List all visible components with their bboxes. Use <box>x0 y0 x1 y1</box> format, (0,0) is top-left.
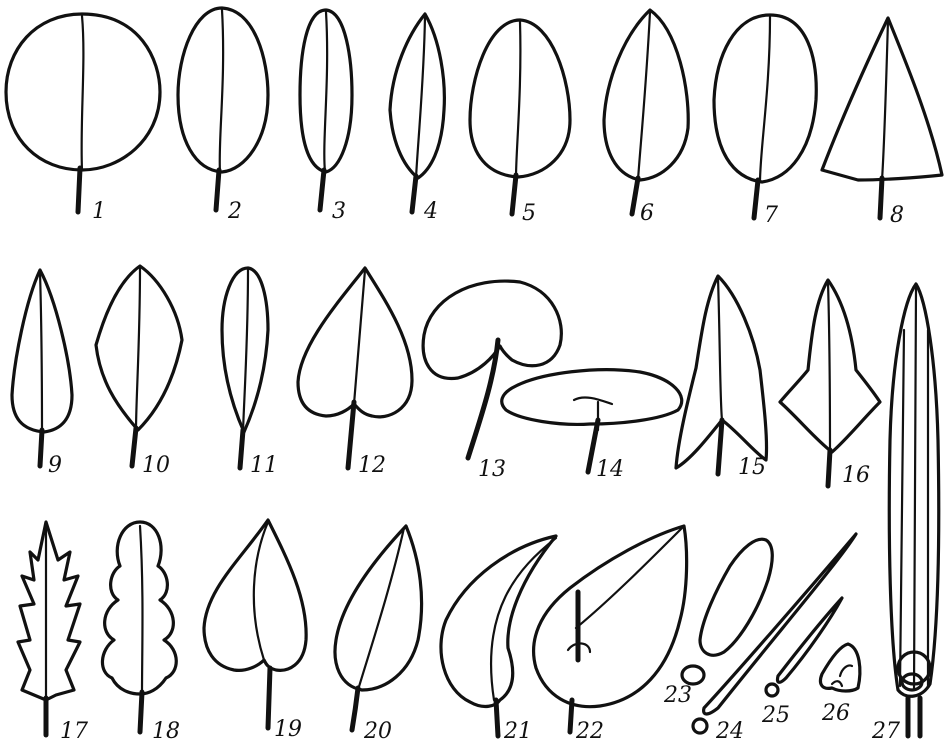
leaf-14 <box>502 370 682 472</box>
leaf-11 <box>222 268 268 468</box>
leaf-7 <box>714 15 816 218</box>
label-15: 15 <box>738 455 766 480</box>
label-19: 19 <box>274 717 302 742</box>
leaf-13 <box>423 281 561 458</box>
label-13: 13 <box>478 457 506 482</box>
leaf-12 <box>298 268 412 468</box>
label-6: 6 <box>640 201 654 226</box>
label-17: 17 <box>60 719 88 742</box>
leaf-19 <box>204 520 306 728</box>
leaf-26 <box>820 644 859 691</box>
leaf-1 <box>6 14 160 212</box>
label-12: 12 <box>358 453 386 478</box>
label-23: 23 <box>663 683 692 708</box>
label-16: 16 <box>842 463 870 488</box>
leaf-15 <box>676 276 767 474</box>
label-10: 10 <box>142 453 170 478</box>
label-11: 11 <box>250 453 278 478</box>
label-27: 27 <box>871 719 900 742</box>
leaf-21 <box>441 536 556 736</box>
label-8: 8 <box>890 203 904 228</box>
leaf-18 <box>102 522 176 732</box>
leaf-4 <box>390 14 444 212</box>
leaf-25 <box>766 598 842 696</box>
leaf-27 <box>889 284 938 736</box>
leaf-10 <box>96 266 182 466</box>
leaf-5 <box>470 20 570 214</box>
leaf-20 <box>335 526 422 730</box>
label-24: 24 <box>715 719 744 742</box>
label-5: 5 <box>522 201 536 226</box>
leaf-23 <box>682 539 772 684</box>
label-22: 22 <box>575 719 604 742</box>
label-14: 14 <box>596 457 624 482</box>
leaf-9 <box>12 270 72 466</box>
label-3: 3 <box>332 199 346 224</box>
label-20: 20 <box>363 719 392 742</box>
label-21: 21 <box>503 719 532 742</box>
leaf-6 <box>604 10 688 214</box>
label-25: 25 <box>761 703 790 728</box>
label-18: 18 <box>152 719 180 742</box>
label-26: 26 <box>821 701 850 726</box>
leaf-2 <box>178 8 268 210</box>
leaf-3 <box>300 10 352 210</box>
leaf-17 <box>18 522 80 735</box>
label-7: 7 <box>764 203 778 228</box>
label-2: 2 <box>227 199 242 224</box>
label-9: 9 <box>48 453 62 478</box>
label-1: 1 <box>92 199 106 224</box>
leaf-16 <box>780 280 880 486</box>
leaf-8 <box>822 18 942 218</box>
label-4: 4 <box>423 199 438 224</box>
